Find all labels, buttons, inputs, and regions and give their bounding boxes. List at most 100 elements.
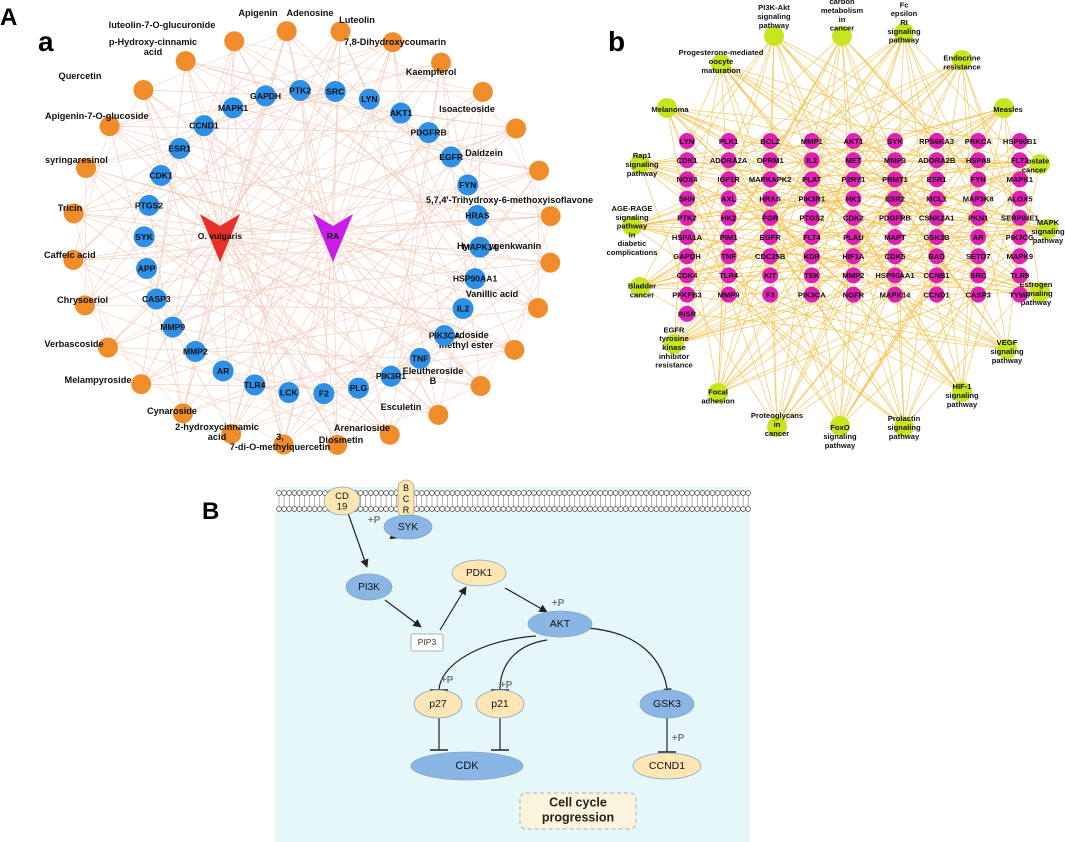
node-akt[interactable] [527, 610, 593, 638]
gene-node-mmp1[interactable] [803, 133, 820, 149]
target-node-hsp90aa1[interactable] [464, 268, 486, 290]
target-node-f2[interactable] [313, 383, 335, 405]
target-node-pik3r1[interactable] [380, 365, 402, 387]
gene-node-plk1[interactable] [720, 133, 737, 149]
gene-node-map3k8[interactable] [970, 190, 987, 207]
gene-node-adora2a[interactable] [720, 152, 737, 169]
node-syk[interactable] [383, 514, 433, 540]
gene-node-pik3r1[interactable] [803, 190, 820, 207]
compound-node-melampyroside[interactable] [131, 374, 152, 395]
target-node-app[interactable] [136, 258, 158, 280]
gene-node-serpine1[interactable] [1011, 209, 1028, 226]
compound-node-3-7-di-o-methylquercetin[interactable] [273, 434, 294, 455]
gene-node-kit[interactable] [762, 267, 779, 284]
target-node-src[interactable] [324, 80, 346, 102]
pathway-node-age-rage-signaling-pathway-in-diabetic-complications[interactable] [622, 216, 642, 236]
gene-node-pfkfb3[interactable] [679, 286, 695, 303]
pathway-node-proteoglycans-in-cancer[interactable] [767, 417, 787, 437]
gene-node-p2ry1[interactable] [845, 171, 862, 188]
gene-node-tek[interactable] [803, 267, 820, 284]
target-node-akt1[interactable] [390, 102, 412, 124]
pathway-node-rap1-signaling-pathway[interactable] [630, 154, 650, 174]
compound-node-kaempferol[interactable] [472, 81, 493, 102]
herb-node-ra[interactable] [313, 214, 353, 262]
gene-node-oprm1[interactable] [762, 152, 779, 169]
gene-node-mapk14[interactable] [887, 286, 903, 303]
compound-node-2-hydroxycinnamic-acid[interactable] [221, 423, 242, 444]
gene-node-esr1[interactable] [928, 171, 945, 188]
gene-node-mapk1[interactable] [1011, 171, 1028, 188]
gene-node-axl[interactable] [720, 190, 737, 207]
gene-node-tnf[interactable] [720, 248, 737, 265]
gene-node-hk1[interactable] [845, 190, 862, 207]
pathway-node-measles[interactable] [994, 98, 1014, 118]
gene-node-flt4[interactable] [803, 229, 820, 245]
target-node-gapdh[interactable] [255, 85, 277, 107]
compound-node-apigenin-7-o-glucoside[interactable] [99, 116, 120, 137]
compound-node-verbascoside[interactable] [97, 337, 118, 358]
compound-node-luteolin-7-o-glucuronide[interactable] [224, 31, 245, 52]
compound-node-chrysoeriol[interactable] [74, 295, 95, 316]
pathway-node-fc-epsilon-ri-signaling-pathway[interactable] [894, 23, 914, 43]
target-node-ar[interactable] [212, 360, 234, 382]
target-node-hras[interactable] [466, 204, 488, 226]
compound-node-vanillic-acid[interactable] [528, 297, 549, 318]
gene-node-alox5[interactable] [1011, 190, 1028, 207]
gene-node-pim1[interactable] [720, 229, 737, 245]
compound-node-diosmetin[interactable] [327, 434, 348, 455]
target-node-pik3ca[interactable] [433, 324, 455, 346]
node-pip3[interactable] [410, 633, 444, 652]
gene-node-cdk4[interactable] [679, 267, 695, 284]
gene-node-src[interactable] [970, 267, 987, 284]
target-node-esr1[interactable] [169, 138, 191, 160]
gene-node-cdk2[interactable] [845, 209, 862, 226]
gene-node-akt1[interactable] [845, 133, 862, 149]
gene-node-plat[interactable] [803, 171, 820, 188]
gene-node-setd7[interactable] [970, 248, 987, 265]
compound-node-syringaresinol[interactable] [75, 158, 96, 179]
gene-node-mmp3[interactable] [887, 152, 903, 169]
gene-node-f3[interactable] [762, 286, 779, 303]
gene-node-pgr[interactable] [762, 209, 779, 226]
target-node-mmp9[interactable] [162, 316, 184, 338]
gene-node-bcl2[interactable] [762, 133, 779, 149]
gene-node-hk2[interactable] [720, 209, 737, 226]
target-node-tlr4[interactable] [244, 374, 266, 396]
compound-node-isoacteoside[interactable] [506, 118, 527, 139]
compound-node-quercetin[interactable] [133, 79, 154, 100]
target-node-lyn[interactable] [358, 88, 380, 110]
pathway-node-foxo-signaling-pathway[interactable] [830, 416, 850, 436]
compound-node-p-hydroxy-cinnamic-acid[interactable] [175, 51, 196, 72]
gene-node-gapdh[interactable] [679, 248, 695, 265]
gene-node-rps6ka3[interactable] [928, 133, 945, 149]
pathway-node-central-carbon-metabolism-in-cancer[interactable] [832, 26, 852, 46]
gene-node-bad[interactable] [928, 248, 945, 265]
target-node-cdk1[interactable] [150, 164, 172, 186]
pathway-node-prostate-cancer[interactable] [1030, 154, 1050, 174]
gene-node-fyn[interactable] [970, 171, 987, 188]
gene-node-egfr[interactable] [762, 229, 779, 245]
pathway-node-prolactin-signaling-pathway[interactable] [894, 417, 914, 437]
compound-node-adenosine[interactable] [330, 21, 351, 42]
gene-node-csnk2a1[interactable] [928, 209, 945, 226]
gene-node-hsp90aa1[interactable] [887, 267, 903, 284]
gene-node-hspa1a[interactable] [679, 229, 695, 245]
compound-node-tricin[interactable] [63, 203, 84, 224]
node-pi3k[interactable] [345, 573, 393, 601]
compound-node-apigenin[interactable] [276, 21, 297, 42]
target-node-syk[interactable] [133, 226, 155, 248]
gene-node-hspa8[interactable] [970, 152, 987, 169]
gene-node-pik3ca[interactable] [803, 286, 820, 303]
target-node-egfr[interactable] [440, 146, 462, 168]
node-p21[interactable] [475, 689, 525, 719]
node-cd19[interactable] [323, 486, 361, 516]
gene-node-mmp9[interactable] [720, 286, 737, 303]
gene-node-mapkapk2[interactable] [762, 171, 779, 188]
gene-node-pik3cg[interactable] [1011, 229, 1028, 245]
gene-node-esr2[interactable] [887, 190, 903, 207]
pathway-node-focal-adhesion[interactable] [708, 383, 728, 403]
node-pdk1[interactable] [451, 559, 507, 587]
gene-node-ptk2[interactable] [679, 209, 695, 226]
gene-node-tymp[interactable] [1011, 286, 1028, 303]
gene-node-hsp90b1[interactable] [1011, 133, 1028, 149]
